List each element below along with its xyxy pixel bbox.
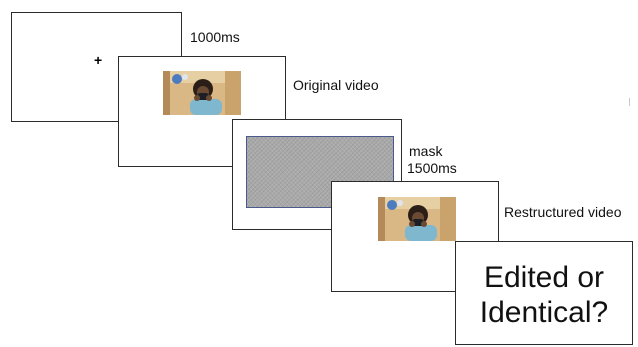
original-video-thumbnail (163, 71, 241, 115)
response-question-line1: Edited or (483, 261, 605, 294)
mask-pattern (246, 136, 394, 208)
edge-mark (629, 98, 630, 106)
response-frame (455, 241, 633, 345)
fixation-cross: + (94, 52, 103, 68)
mask-label: mask (409, 143, 443, 159)
response-question-line2: Identical? (479, 296, 609, 329)
child-video-image (163, 71, 241, 115)
restructured-video-label: Restructured video (504, 204, 622, 220)
original-video-label: Original video (293, 77, 379, 93)
child-video-image (378, 197, 456, 241)
mask-duration-label: 1500ms (407, 160, 457, 176)
restructured-video-thumbnail (378, 197, 456, 241)
fixation-duration-label: 1000ms (190, 29, 240, 45)
